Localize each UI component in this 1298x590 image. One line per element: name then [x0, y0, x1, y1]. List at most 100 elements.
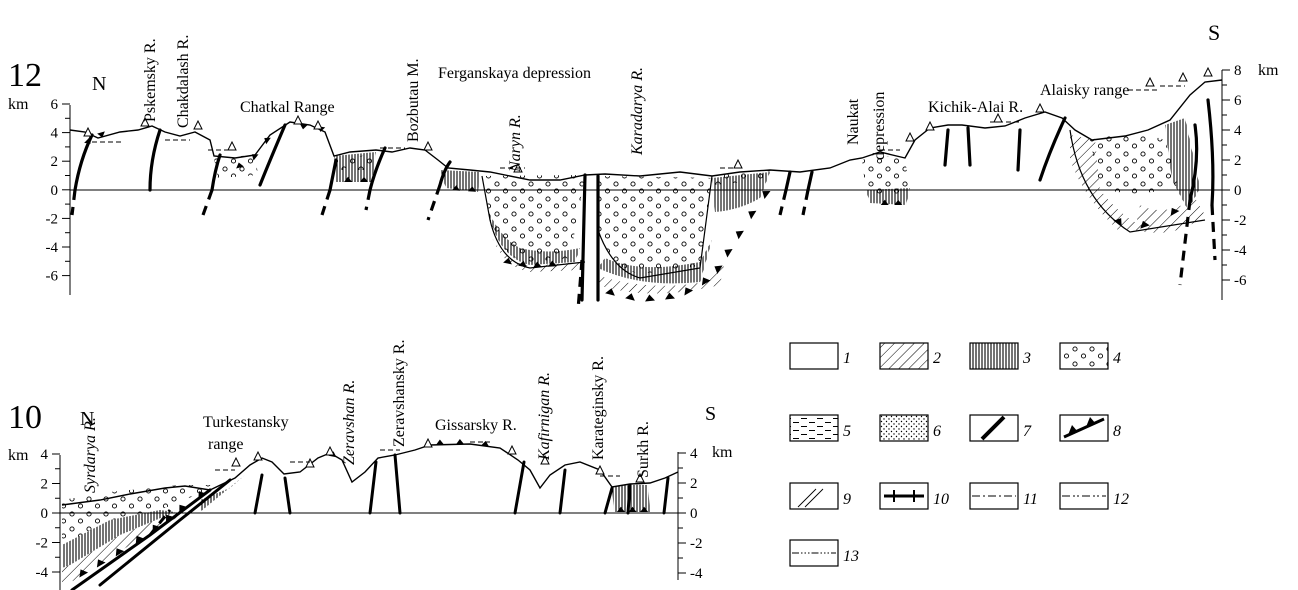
- label-zeravshansky-r: Zeravshansky R.: [391, 339, 408, 447]
- label-turkestansky: Turkestansky: [203, 414, 289, 431]
- label-naryn-r: Naryn R.: [507, 114, 524, 173]
- profile-10-right-axis-tick-label: 0: [690, 506, 698, 522]
- profile-10-right-axis-tick-label: 4: [690, 446, 698, 462]
- label-turkestansky-range: range: [208, 436, 244, 453]
- thrust-tooth: [714, 265, 723, 275]
- profile-10-south-label: S: [705, 403, 716, 425]
- thrust-tooth: [436, 439, 444, 445]
- profile-12-right-axis-tick-label: 8: [1234, 63, 1242, 79]
- thrust-tooth: [344, 176, 352, 182]
- profile-12-sediment-fills: [214, 118, 1205, 294]
- legend: 1 2 3 4 5 6 7: [789, 342, 1129, 567]
- legend-item-6: 6: [879, 414, 941, 442]
- surface-triangle-symbol: [1178, 71, 1188, 82]
- legend-item-7: 7: [969, 414, 1032, 442]
- surface-triangle-symbol: [635, 472, 645, 483]
- legend-num-2: 2: [933, 350, 941, 367]
- legend-item-2: 2: [879, 342, 941, 370]
- thrust-tooth: [684, 287, 694, 296]
- thrust-tooth: [518, 260, 527, 268]
- thrust-tooth: [264, 137, 271, 145]
- thrust-tooth: [1113, 218, 1122, 227]
- profile-12-left-axis-tick-label: 0: [51, 183, 59, 199]
- profile-12-right-axis-tick-label: 0: [1234, 183, 1242, 199]
- surface-triangle-symbol: [293, 114, 303, 125]
- profile-10-left-axis-tick-label: 4: [41, 447, 49, 463]
- profile-12-left-axis-tick-label: -2: [46, 211, 59, 227]
- profile-12-surface-symbols: [83, 66, 1213, 173]
- thrust-tooth: [452, 185, 460, 191]
- thrust-tooth: [481, 440, 489, 447]
- surface-triangle-symbol: [507, 444, 517, 455]
- label-ferganskaya-depression: Ferganskaya depression: [438, 65, 591, 82]
- surface-triangle-symbol: [423, 437, 433, 448]
- surface-triangle-symbol: [313, 119, 323, 130]
- label-karadarya-r: Karadarya R.: [629, 67, 646, 156]
- legend-num-10: 10: [933, 491, 949, 508]
- surface-triangle-symbol: [1035, 102, 1045, 113]
- thrust-tooth: [84, 137, 91, 144]
- thrust-tooth: [468, 186, 476, 192]
- profile-12-left-axis-tick-label: -6: [46, 269, 59, 285]
- legend-num-7: 7: [1023, 423, 1032, 440]
- legend-item-1: 1: [789, 342, 851, 370]
- label-zeravshan-r: Zeravshan R.: [341, 380, 358, 465]
- legend-item-8: 8: [1059, 414, 1121, 442]
- thrust-tooth: [135, 535, 145, 544]
- legend-num-9: 9: [843, 491, 851, 508]
- legend-num-6: 6: [933, 423, 941, 440]
- profile-12-right-axis-tick-label: -6: [1234, 273, 1247, 289]
- surface-triangle-symbol: [905, 131, 915, 142]
- profile-12-left-axis-tick-label: -4: [46, 240, 59, 256]
- thrust-tooth: [548, 260, 557, 267]
- profile-10-north-label: N: [80, 408, 94, 430]
- thrust-tooth: [115, 548, 125, 557]
- legend-item-9: 9: [789, 482, 851, 510]
- profile-10-right-axis: 420-2-4 km: [677, 444, 733, 582]
- surface-triangle-symbol: [231, 456, 241, 467]
- thrust-tooth: [503, 257, 512, 265]
- label-alaisky-range: Alaisky range: [1040, 82, 1129, 99]
- label-gissarsky-r: Gissarsky R.: [435, 417, 517, 434]
- label-naukat: Naukat: [845, 98, 862, 145]
- thrust-tooth: [198, 491, 207, 500]
- legend-num-13: 13: [843, 548, 859, 565]
- surface-triangle-symbol: [540, 454, 550, 465]
- thrust-tooth: [179, 504, 188, 513]
- thrust-tooth: [97, 131, 105, 138]
- label-pskemsky-r: Pskemsky R.: [142, 38, 159, 122]
- legend-num-8: 8: [1113, 423, 1121, 440]
- label-chatkal-range: Chatkal Range: [240, 99, 335, 116]
- thrust-tooth: [625, 293, 635, 301]
- profile-12-thrust-teeth: [84, 123, 1180, 302]
- label-naukat-depression: depression: [871, 92, 888, 160]
- legend-num-5: 5: [843, 423, 851, 440]
- thrust-tooth: [299, 123, 308, 130]
- surface-triangle-symbol: [1203, 66, 1213, 77]
- profile-10-left-axis-tick-label: 2: [41, 477, 49, 493]
- profile-10-number: 10: [8, 399, 42, 436]
- thrust-tooth: [640, 506, 649, 512]
- thrust-tooth: [152, 524, 161, 533]
- legend-item-13: 13: [789, 539, 859, 567]
- surface-triangle-symbol: [83, 126, 93, 137]
- thrust-tooth: [166, 514, 174, 523]
- profile-12-right-axis-tick-label: -4: [1234, 243, 1247, 259]
- surface-triangle-symbol: [595, 464, 605, 475]
- profile-12-left-axis-tick-label: 4: [51, 126, 59, 142]
- profile-12-number: 12: [8, 57, 42, 94]
- surface-triangle-symbol: [140, 116, 150, 127]
- legend-item-5: 5: [789, 414, 851, 442]
- label-kafirnigan-r: Kafirnigan R.: [536, 372, 553, 461]
- profile-12-right-axis-tick-label: -2: [1234, 213, 1247, 229]
- thrust-tooth: [628, 506, 637, 512]
- thrust-tooth: [724, 248, 733, 258]
- thrust-tooth: [748, 210, 757, 220]
- thrust-tooth: [1140, 220, 1150, 229]
- profile-12-left-axis-tick-label: 6: [51, 97, 59, 113]
- surface-triangle-symbol: [227, 140, 237, 151]
